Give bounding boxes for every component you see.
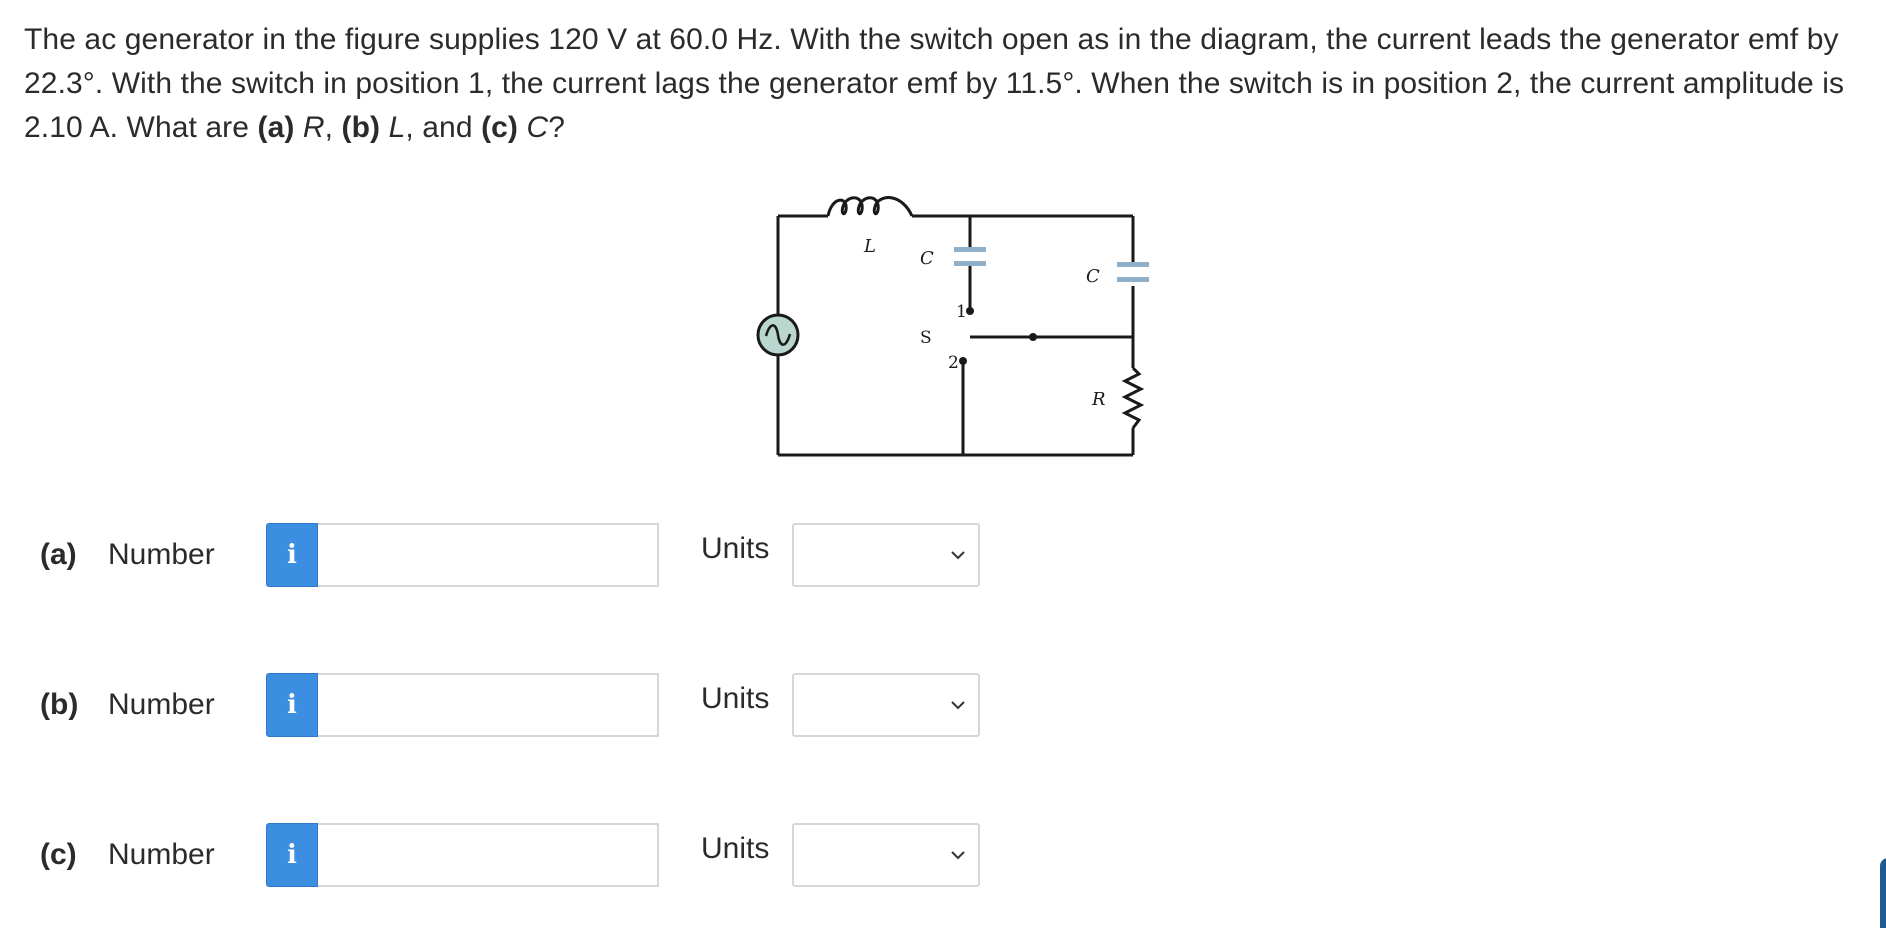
inductor-coil — [826, 196, 914, 217]
part-label: (c) — [40, 838, 77, 871]
capacitor-2-label: C — [1086, 266, 1100, 287]
var-l: L — [388, 111, 406, 144]
question-text: The ac generator in the figure supplies … — [24, 18, 1864, 150]
sine-wave-icon — [764, 324, 792, 346]
info-icon[interactable]: i — [266, 673, 318, 737]
sep: , and — [405, 111, 482, 144]
capacitor-1 — [954, 247, 986, 252]
var-r: R — [302, 111, 325, 144]
capacitor-1-label: C — [920, 248, 934, 269]
switch-label: S — [920, 328, 932, 348]
resistor-label: R — [1091, 389, 1106, 410]
part-b-ref: (b) — [341, 111, 381, 144]
scrollbar-handle[interactable] — [1880, 858, 1886, 928]
units-dropdown-c[interactable] — [792, 823, 980, 887]
sep: , — [324, 111, 342, 144]
number-input-c[interactable] — [318, 823, 659, 887]
units-dropdown-b[interactable] — [792, 673, 980, 737]
info-icon[interactable]: i — [266, 523, 318, 587]
units-label: Units — [701, 532, 770, 565]
info-icon[interactable]: i — [266, 823, 318, 887]
inductor-label: L — [863, 236, 876, 257]
resistor — [1121, 366, 1145, 429]
var-c: C — [526, 111, 549, 144]
switch-pos-2-label: 2 — [948, 353, 959, 373]
part-label: (a) — [40, 538, 77, 571]
chevron-down-icon — [951, 701, 965, 710]
number-label: Number — [108, 538, 215, 571]
answer-row-b: (b) Number i Units — [0, 673, 1886, 743]
switch-contact-2 — [959, 357, 967, 365]
capacitor-2 — [1117, 277, 1149, 282]
capacitor-1 — [954, 261, 986, 266]
switch-contact-1 — [966, 307, 974, 315]
part-c-ref: (c) — [481, 111, 519, 144]
number-input-a[interactable] — [318, 523, 659, 587]
question-end: ? — [548, 111, 566, 144]
answer-row-c: (c) Number i Units — [0, 823, 1886, 893]
chevron-down-icon — [951, 851, 965, 860]
circuit-diagram: L C C R S 1 2 — [756, 196, 1149, 457]
number-label: Number — [108, 838, 215, 871]
answer-row-a: (a) Number i Units — [0, 523, 1886, 593]
units-dropdown-a[interactable] — [792, 523, 980, 587]
question-body: The ac generator in the figure supplies … — [24, 23, 1845, 144]
part-label: (b) — [40, 688, 79, 721]
capacitor-2 — [1117, 262, 1149, 267]
chevron-down-icon — [951, 551, 965, 560]
part-a-ref: (a) — [257, 111, 295, 144]
switch-pivot — [1029, 333, 1037, 341]
switch-pos-1-label: 1 — [956, 302, 967, 322]
units-label: Units — [701, 682, 770, 715]
number-input-b[interactable] — [318, 673, 659, 737]
units-label: Units — [701, 832, 770, 865]
number-label: Number — [108, 688, 215, 721]
